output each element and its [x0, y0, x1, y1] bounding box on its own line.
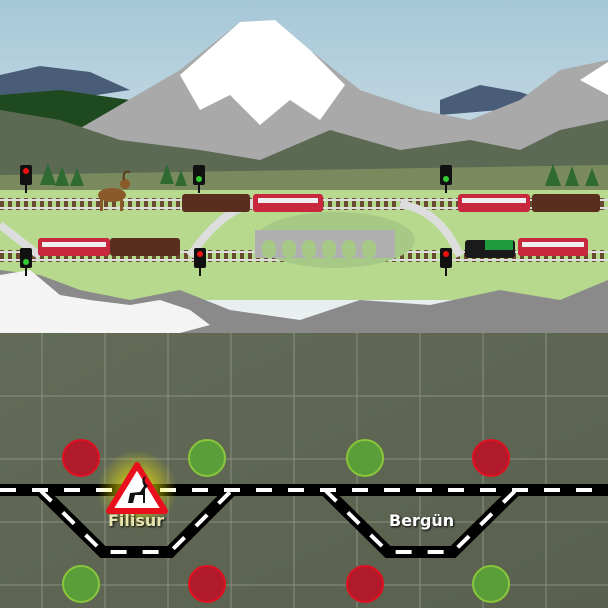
signal-buttons[interactable] — [62, 439, 510, 603]
station-label-bergun: Bergün — [389, 511, 455, 530]
signal-button-red[interactable] — [62, 439, 100, 477]
signal-button-red[interactable] — [472, 439, 510, 477]
trees — [40, 163, 599, 186]
viaduct — [255, 212, 415, 268]
signal-button-green[interactable] — [472, 565, 510, 603]
signal-green — [440, 165, 452, 193]
signal-green — [193, 165, 205, 193]
snow-foreground — [0, 270, 210, 333]
locomotive-brown — [110, 238, 180, 256]
railway-scene — [0, 0, 608, 333]
station-label-filisur: Filisur — [108, 511, 165, 530]
signal-red — [20, 165, 32, 193]
signal-button-green[interactable] — [62, 565, 100, 603]
signal-red — [194, 248, 206, 276]
ibex-warning-icon[interactable] — [97, 450, 177, 530]
signals — [20, 165, 452, 276]
control-panel: Filisur Bergün — [0, 333, 608, 608]
trains — [38, 194, 600, 258]
locomotive-brown — [532, 194, 600, 212]
signal-button-green[interactable] — [188, 439, 226, 477]
signal-button-green[interactable] — [346, 439, 384, 477]
signal-red — [440, 248, 452, 276]
signal-button-red[interactable] — [188, 565, 226, 603]
locomotive-brown — [182, 194, 250, 212]
ibex — [98, 170, 131, 211]
signal-green — [20, 248, 32, 276]
signal-button-red[interactable] — [346, 565, 384, 603]
